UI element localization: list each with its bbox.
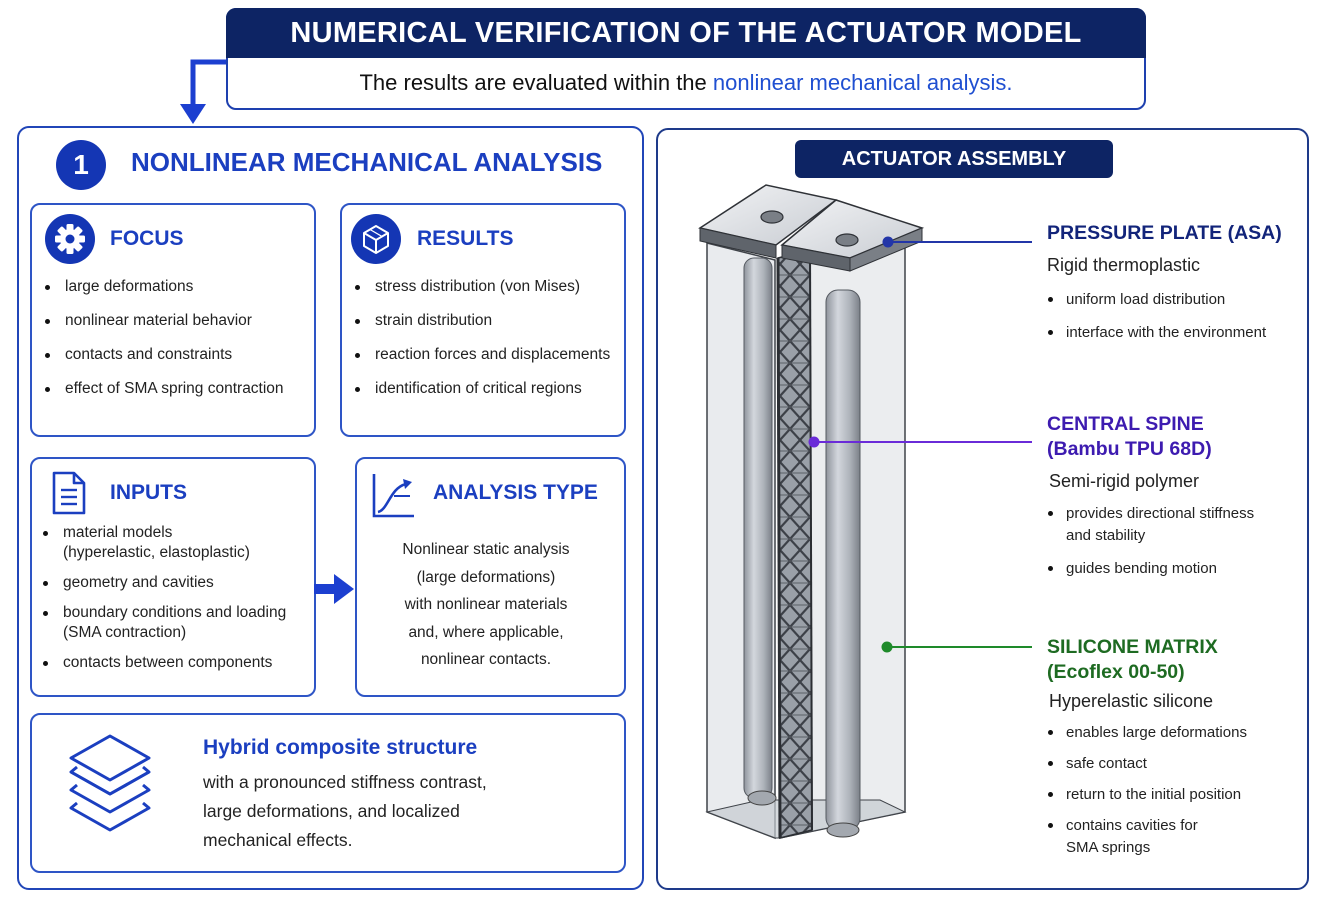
list-item: geometry and cavities xyxy=(41,573,286,593)
list-item: return to the initial position xyxy=(1047,784,1247,806)
list-item: reaction forces and displacements xyxy=(353,345,610,365)
spine-title: CENTRAL SPINE (Bambu TPU 68D) xyxy=(1047,413,1212,460)
spine-subtitle: Semi-rigid polymer xyxy=(1049,471,1200,491)
curve-chart-icon xyxy=(372,474,414,518)
results-list: stress distribution (von Mises) strain d… xyxy=(353,277,610,399)
silicone-subtitle: Hyperelastic silicone xyxy=(1049,691,1214,711)
list-item: guides bending motion xyxy=(1047,558,1254,580)
right-arrow-icon xyxy=(314,574,354,604)
page-title: NUMERICAL VERIFICATION OF THE ACTUATOR M… xyxy=(290,17,1082,49)
pressure-plate-marker xyxy=(882,236,894,248)
inputs-list: material models(hyperelastic, elastoplas… xyxy=(41,523,286,673)
list-item: large deformations xyxy=(43,277,284,297)
list-item: effect of SMA spring contraction xyxy=(43,379,284,399)
list-item: identification of critical regions xyxy=(353,379,610,399)
focus-list: large deformations nonlinear material be… xyxy=(43,277,284,399)
list-item: boundary conditions and loading(SMA cont… xyxy=(41,603,286,643)
document-icon xyxy=(52,471,86,515)
analysis-type-title: ANALYSIS TYPE xyxy=(433,481,598,504)
subtitle-highlight: nonlinear mechanical analysis. xyxy=(712,70,1013,95)
list-item: contacts between components xyxy=(41,653,286,673)
silicone-title: SILICONE MATRIX (Ecoflex 00-50) xyxy=(1047,636,1218,683)
list-item: uniform load distribution xyxy=(1047,289,1266,311)
layers-icon xyxy=(69,734,151,832)
analysis-title: NONLINEAR MECHANICAL ANALYSIS xyxy=(131,147,603,177)
silicone-marker xyxy=(881,641,893,653)
results-title: RESULTS xyxy=(417,227,514,250)
list-item: stress distribution (von Mises) xyxy=(353,277,610,297)
subtitle-prefix: The results are evaluated within the xyxy=(359,70,713,95)
header-bar xyxy=(226,8,1146,58)
pressure-plate-subtitle: Rigid thermoplastic xyxy=(1047,255,1201,275)
cube-icon xyxy=(351,214,401,264)
list-item: nonlinear material behavior xyxy=(43,311,284,331)
hybrid-title: Hybrid composite structure xyxy=(203,736,478,759)
hybrid-text: with a pronounced stiffness contrast, la… xyxy=(203,772,487,850)
assembly-title: ACTUATOR ASSEMBLY xyxy=(795,140,1113,178)
list-item: enables large deformations xyxy=(1047,722,1247,744)
pressure-plate-title: PRESSURE PLATE (ASA) xyxy=(1047,222,1282,244)
analysis-type-text: Nonlinear static analysis (large deforma… xyxy=(402,541,570,668)
list-item: interface with the environment xyxy=(1047,322,1266,344)
inputs-card xyxy=(30,457,316,697)
list-item: material models(hyperelastic, elastoplas… xyxy=(41,523,286,563)
pressure-plate-list: uniform load distribution interface with… xyxy=(1047,289,1266,344)
gear-icon xyxy=(45,214,95,264)
list-item: contacts and constraints xyxy=(43,345,284,365)
hybrid-card xyxy=(30,713,626,873)
focus-title: FOCUS xyxy=(110,227,184,250)
page-subtitle: The results are evaluated within the non… xyxy=(226,62,1146,104)
step-number-badge: 1 xyxy=(56,140,106,190)
list-item: strain distribution xyxy=(353,311,610,331)
inputs-title: INPUTS xyxy=(110,481,188,504)
list-item: safe contact xyxy=(1047,753,1247,775)
silicone-list: enables large deformations safe contact … xyxy=(1047,722,1247,859)
spine-marker xyxy=(808,436,820,448)
